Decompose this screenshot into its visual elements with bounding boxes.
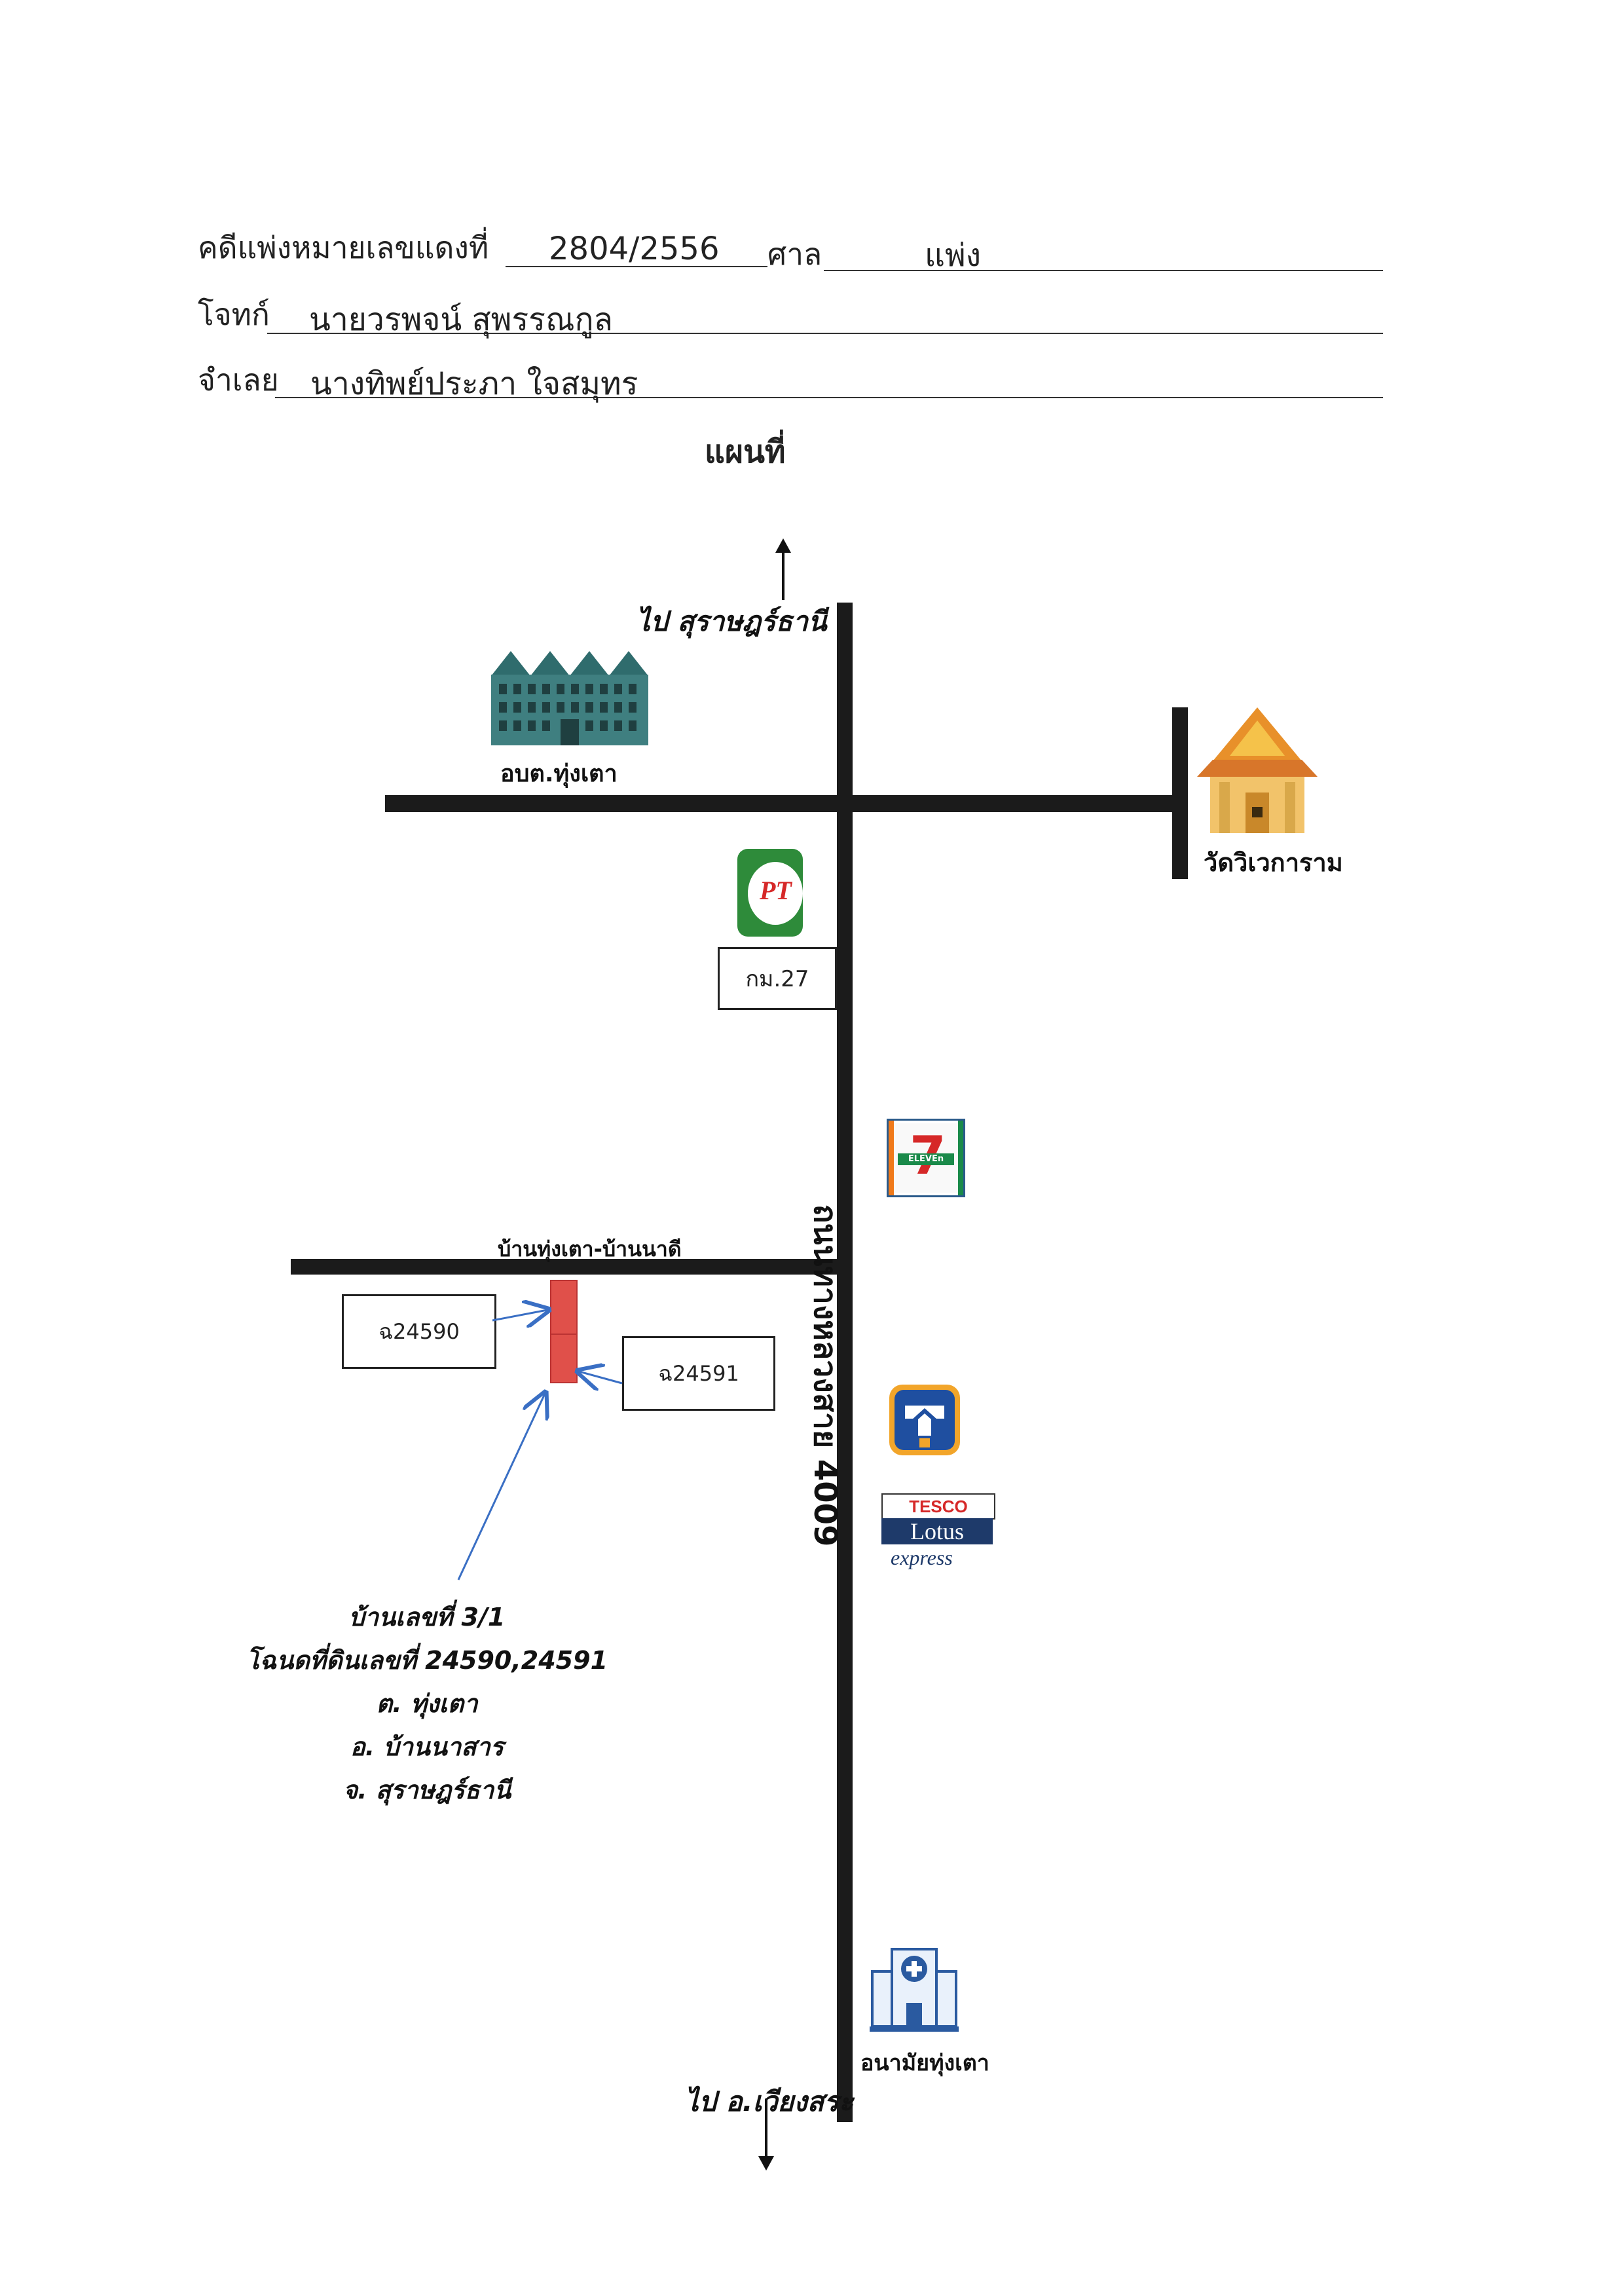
deed-24590-arrow: [492, 1310, 547, 1320]
tesco-logo-mid: Lotus: [881, 1518, 993, 1544]
map-title: แผนที่: [705, 434, 786, 470]
court-label: ศาล: [767, 236, 822, 272]
address-block: บ้านเลขที่ 3/1 โฉนดที่ดินเลขที่ 24590,24…: [224, 1595, 630, 1812]
health-center-icon: [870, 1948, 959, 2032]
address-pointer-arrow: [457, 1394, 545, 1580]
court-underline: [824, 270, 1383, 271]
tesco-lotus-logo-icon: TESCO Lotus express: [881, 1493, 995, 1569]
plaintiff-underline: [267, 333, 1383, 334]
sao-label: อบต.ทุ่งเตา: [500, 760, 618, 787]
north-arrow-icon: [775, 538, 791, 600]
temple-spur-road: [1172, 707, 1188, 879]
land-plot-24590: [550, 1280, 578, 1335]
court-value: แพ่ง: [925, 237, 982, 274]
land-plot-24591: [550, 1334, 578, 1383]
defendant-underline: [275, 397, 1383, 398]
highway-label: ถนนทางหลวงสาย 4009: [807, 1204, 843, 1547]
case-number-label: คดีแพ่งหมายเลขแดงที่: [198, 230, 489, 265]
defendant-label: จำเลย: [198, 362, 279, 398]
seven-logo-text: ELEVEn: [898, 1153, 954, 1165]
south-arrow-icon: [758, 2099, 774, 2171]
tesco-logo-top: TESCO: [881, 1493, 995, 1520]
address-line-deeds: โฉนดที่ดินเลขที่ 24590,24591: [246, 1646, 608, 1675]
north-destination-label: ไป สุราษฎร์ธานี: [637, 605, 827, 637]
address-line-district: อ. บ้านนาสาร: [350, 1732, 504, 1761]
deed-24591-arrow: [579, 1371, 623, 1383]
address-line-province: จ. สุราษฎร์ธานี: [342, 1776, 511, 1804]
pt-station-logo-icon: PT: [737, 849, 803, 937]
km-marker-box: กม.27: [718, 947, 837, 1010]
side-road-label: บ้านทุ่งเตา-บ้านนาดี: [498, 1237, 682, 1261]
tesco-logo-bottom: express: [891, 1546, 953, 1569]
sao-building-icon: [491, 651, 648, 745]
defendant-value: นางทิพย์ประภา ใจสมุทร: [310, 365, 638, 402]
address-line-house: บ้านเลขที่ 3/1: [348, 1603, 506, 1632]
deed-24591-box: ฉ24591: [622, 1336, 775, 1411]
side-road: [291, 1259, 845, 1275]
health-center-label: อนามัยทุ่งเตา: [860, 2050, 989, 2076]
case-number-underline: [506, 266, 767, 267]
upper-cross-road: [385, 795, 1183, 812]
case-number-value: 2804/2556: [549, 231, 720, 267]
pt-logo-text: PT: [760, 876, 792, 905]
temple-label: วัดวิเวการาม: [1204, 848, 1343, 877]
plaintiff-value: นายวรพจน์ สุพรรณกูล: [309, 301, 613, 338]
seven-eleven-logo-icon: 7 ELEVEn: [887, 1119, 965, 1197]
plaintiff-label: โจทก์: [198, 297, 270, 332]
main-highway-road: [837, 603, 853, 2122]
deed-24590-box: ฉ24590: [342, 1294, 496, 1369]
bank-logo-icon: [889, 1385, 960, 1455]
temple-icon: [1197, 707, 1318, 833]
south-destination-label: ไป อ.เวียงสระ: [685, 2085, 854, 2118]
address-line-subdistrict: ต. ทุ่งเตา: [376, 1689, 478, 1718]
